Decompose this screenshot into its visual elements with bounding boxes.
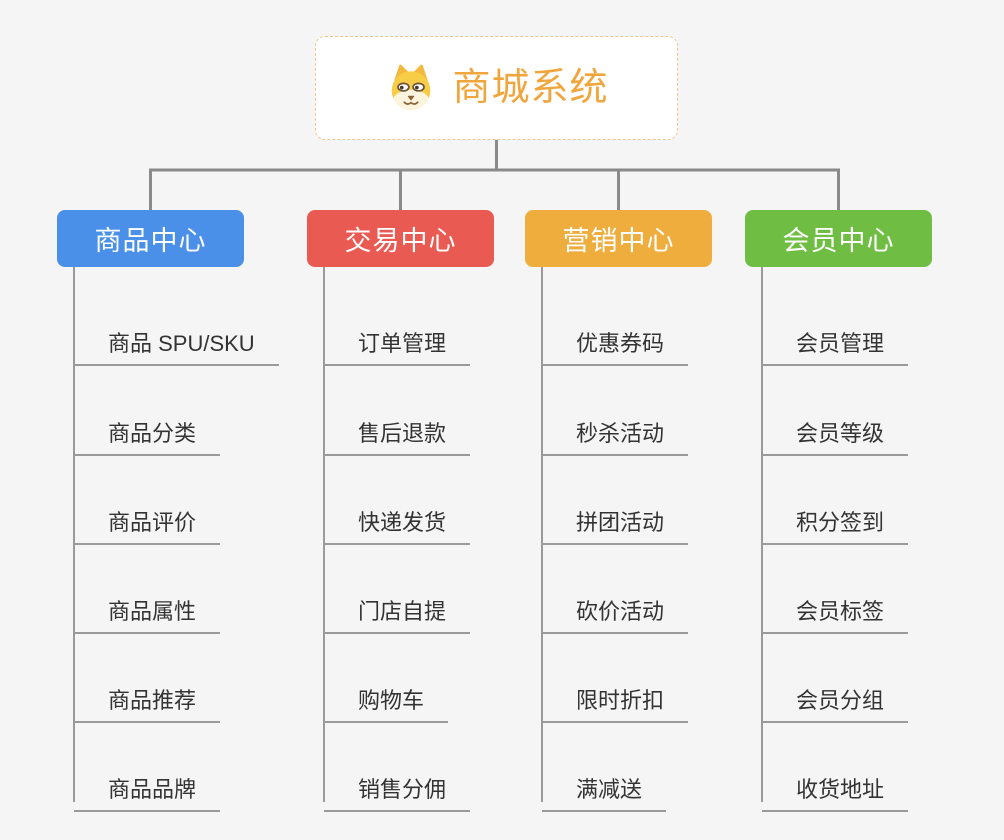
branch-node-3[interactable]: 会员中心 bbox=[745, 210, 932, 267]
leaf-node[interactable]: 砍价活动 bbox=[542, 582, 689, 634]
branch-node-0[interactable]: 商品中心 bbox=[57, 210, 244, 267]
leaf-node[interactable]: 快递发货 bbox=[324, 493, 471, 545]
leaf-label: 砍价活动 bbox=[576, 598, 665, 624]
root-title: 商城系统 bbox=[452, 67, 609, 109]
leaf-node[interactable]: 秒杀活动 bbox=[542, 404, 689, 456]
leaf-node[interactable]: 售后退款 bbox=[324, 404, 471, 456]
leaf-node[interactable]: 商品分类 bbox=[74, 404, 221, 456]
branch-column: 会员中心会员管理会员等级积分签到会员标签会员分组收货地址 bbox=[745, 210, 995, 812]
leaf-node[interactable]: 商品属性 bbox=[74, 582, 221, 634]
leaf-label: 限时折扣 bbox=[576, 687, 665, 713]
leaf-node[interactable]: 商品评价 bbox=[74, 493, 221, 545]
leaf-label: 商品评价 bbox=[108, 509, 197, 535]
leaf-node[interactable]: 商品推荐 bbox=[74, 671, 221, 723]
leaf-node[interactable]: 优惠券码 bbox=[542, 314, 689, 366]
leaf-label: 订单管理 bbox=[358, 330, 447, 356]
leaf-node[interactable]: 订单管理 bbox=[324, 314, 471, 366]
leaf-label: 售后退款 bbox=[358, 420, 447, 446]
leaf-label: 优惠券码 bbox=[576, 330, 665, 356]
leaf-node[interactable]: 购物车 bbox=[324, 671, 449, 723]
dog-face-icon bbox=[392, 64, 431, 110]
leaf-label: 门店自提 bbox=[358, 598, 447, 624]
leaf-node[interactable]: 会员标签 bbox=[762, 582, 909, 634]
leaf-node[interactable]: 销售分佣 bbox=[324, 760, 471, 812]
leaf-label: 积分签到 bbox=[796, 509, 885, 535]
branch-node-2[interactable]: 营销中心 bbox=[525, 210, 712, 267]
branch-column: 营销中心优惠券码秒杀活动拼团活动砍价活动限时折扣满减送 bbox=[525, 210, 775, 812]
leaf-label: 快递发货 bbox=[358, 509, 447, 535]
leaf-node[interactable]: 会员等级 bbox=[762, 404, 909, 456]
leaf-label: 拼团活动 bbox=[576, 509, 665, 535]
branch-trunk-line bbox=[761, 267, 763, 802]
leaf-label: 商品 SPU/SKU bbox=[108, 330, 255, 356]
leaf-node[interactable]: 满减送 bbox=[542, 760, 667, 812]
branch-column: 交易中心订单管理售后退款快递发货门店自提购物车销售分佣 bbox=[307, 210, 557, 812]
branch-trunk-line bbox=[73, 267, 75, 802]
leaf-label: 购物车 bbox=[358, 687, 425, 713]
branch-trunk-line bbox=[541, 267, 543, 802]
root-node[interactable]: 商城系统 bbox=[315, 36, 678, 140]
leaf-label: 秒杀活动 bbox=[576, 420, 665, 446]
leaf-node[interactable]: 门店自提 bbox=[324, 582, 471, 634]
leaf-label: 商品属性 bbox=[108, 598, 197, 624]
leaf-label: 会员等级 bbox=[796, 420, 885, 446]
leaf-label: 商品推荐 bbox=[108, 687, 197, 713]
leaf-node[interactable]: 商品品牌 bbox=[74, 760, 221, 812]
leaf-node[interactable]: 会员分组 bbox=[762, 671, 909, 723]
leaf-label: 会员标签 bbox=[796, 598, 885, 624]
leaf-label: 会员管理 bbox=[796, 330, 885, 356]
branch-trunk-line bbox=[323, 267, 325, 802]
leaf-node[interactable]: 限时折扣 bbox=[542, 671, 689, 723]
leaf-label: 满减送 bbox=[576, 776, 643, 802]
leaf-label: 会员分组 bbox=[796, 687, 885, 713]
leaf-label: 收货地址 bbox=[796, 776, 885, 802]
leaf-label: 商品品牌 bbox=[108, 776, 197, 802]
leaf-label: 商品分类 bbox=[108, 420, 197, 446]
leaf-node[interactable]: 拼团活动 bbox=[542, 493, 689, 545]
leaf-node[interactable]: 商品 SPU/SKU bbox=[74, 314, 279, 366]
leaf-label: 销售分佣 bbox=[358, 776, 447, 802]
leaf-node[interactable]: 积分签到 bbox=[762, 493, 909, 545]
branch-node-1[interactable]: 交易中心 bbox=[307, 210, 494, 267]
branch-column: 商品中心商品 SPU/SKU 商品分类商品评价商品属性商品推荐商品品牌 bbox=[57, 210, 307, 812]
leaf-node[interactable]: 会员管理 bbox=[762, 314, 909, 366]
leaf-node[interactable]: 收货地址 bbox=[762, 760, 909, 812]
